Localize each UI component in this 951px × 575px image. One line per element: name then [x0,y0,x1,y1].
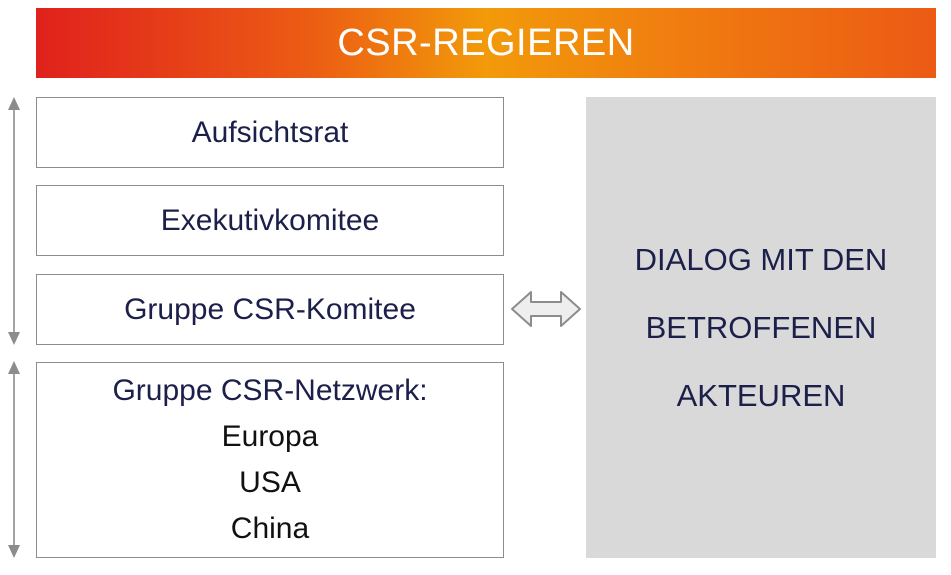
vertical-double-arrow-upper [8,97,20,345]
region-usa: USA [239,466,301,499]
box-label: Gruppe CSR-Komitee [124,292,416,326]
header-title: CSR-REGIEREN [337,21,635,64]
box-label: Exekutivkomitee [160,203,380,237]
horizontal-double-arrow [511,291,581,327]
box-csr-komitee: Gruppe CSR-Komitee [36,274,504,345]
box-aufsichtsrat: Aufsichtsrat [36,97,504,168]
header-bar: CSR-REGIEREN [36,8,936,78]
region-europa: Europa [221,420,319,453]
box-exekutivkomitee: Exekutivkomitee [36,185,504,256]
network-title: Gruppe CSR-Netzwerk: [112,374,428,407]
vertical-double-arrow-lower [8,361,20,558]
dialog-line: BETROFFENEN [645,309,877,345]
dialog-panel: DIALOG MIT DEN BETROFFENEN AKTEUREN [586,97,936,558]
dialog-line: DIALOG MIT DEN [634,241,888,277]
dialog-line: AKTEUREN [676,377,846,413]
region-china: China [230,512,310,545]
box-label: Aufsichtsrat [191,115,349,149]
box-csr-netzwerk: Gruppe CSR-Netzwerk: Europa USA China [36,362,504,558]
